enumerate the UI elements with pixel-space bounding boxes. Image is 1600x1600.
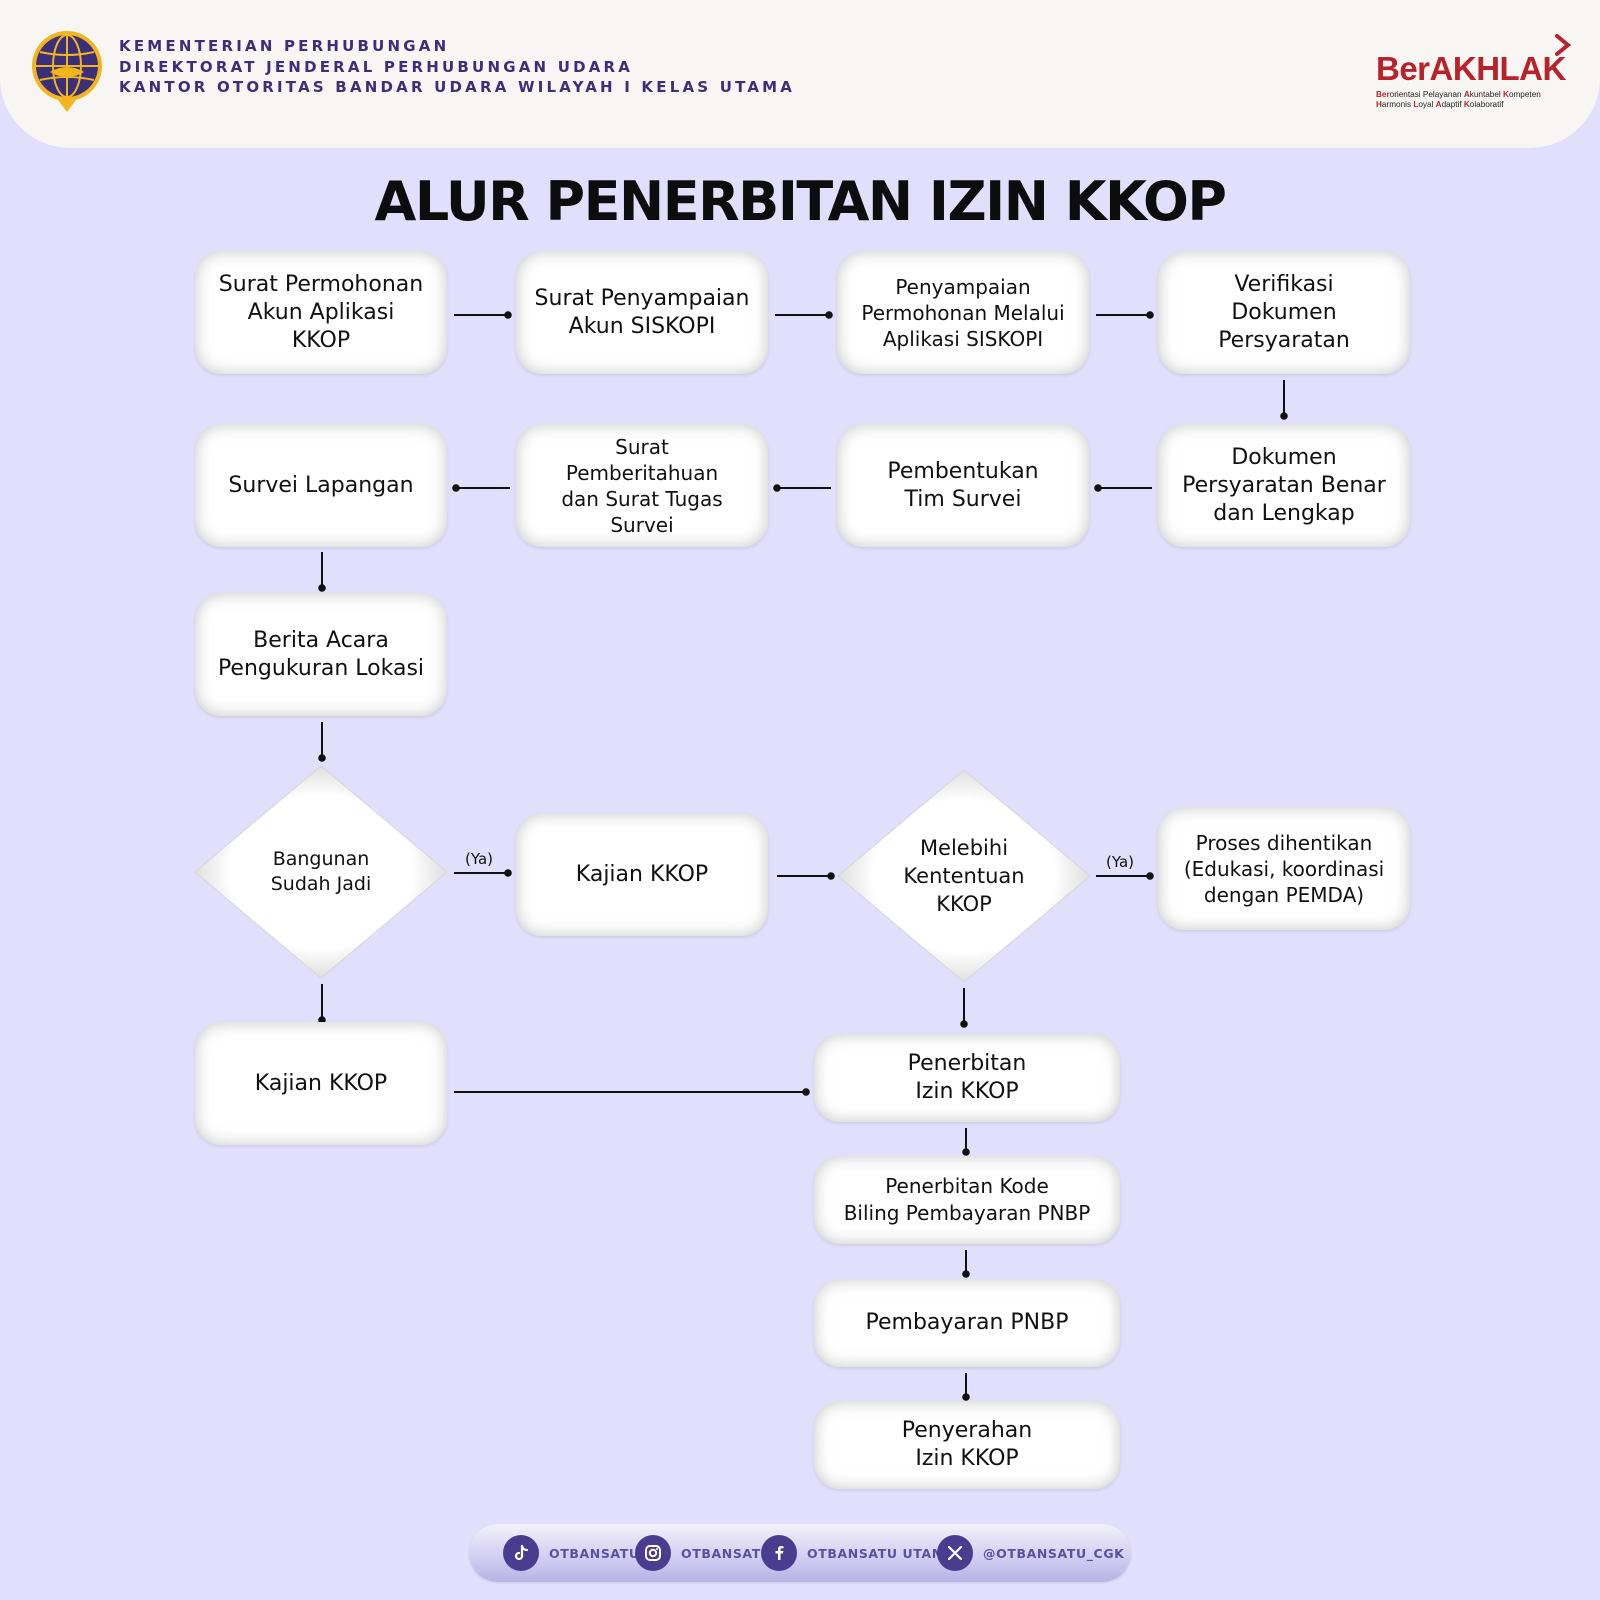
edge-label-ya: (Ya) (1106, 853, 1134, 871)
decision-bangunan-sudah-jadi: Bangunan Sudah Jadi (193, 764, 449, 980)
node-text-line: Pemberitahuan (565, 460, 719, 485)
page-title: ALUR PENERBITAN IZIN KKOP (374, 170, 1227, 233)
edge-label-ya: (Ya) (465, 850, 493, 868)
node-text-line: Surat Penyampaian (534, 285, 750, 311)
node-text-line: Survei Lapangan (228, 472, 414, 498)
node-text-line: Verifikasi (1234, 271, 1334, 297)
node-text-line: Izin KKOP (915, 1079, 1019, 1104)
node-text-line: Tim Survei (904, 486, 1022, 512)
node-text-line: Surat Permohonan (218, 271, 424, 297)
header-banner: KEMENTERIAN PERHUBUNGAN DIREKTORAT JENDE… (0, 0, 1600, 148)
step-kajian-kkop-2: Kajian KKOP (195, 1022, 447, 1145)
berakhlak-tagline-line-1: Berorientasi Pelayanan Akuntabel Kompete… (1376, 90, 1541, 99)
social-facebook[interactable]: OTBANSATU UTAMA (761, 1535, 955, 1571)
berakhlak-tagline-line-2: Harmonis Loyal Adaptif Kolaboratif (1376, 100, 1504, 109)
node-text-line: Persyaratan Benar (1182, 472, 1386, 498)
chevron-right-icon (1555, 34, 1572, 56)
node-text-line: Akun SISKOPI (568, 313, 716, 339)
berakhlak-tagline: Berorientasi Pelayanan Akuntabel Kompete… (1376, 90, 1541, 110)
node-text-line: dan Lengkap (1213, 500, 1355, 526)
social-instagram[interactable]: OTBANSATU (635, 1535, 772, 1571)
decision-diamond-shape (837, 769, 1091, 983)
node-text-line: Kajian KKOP (575, 861, 709, 887)
ministry-line-2: DIREKTORAT JENDERAL PERHUBUNGAN UDARA (119, 57, 634, 76)
social-tiktok[interactable]: OTBANSATU (503, 1535, 640, 1571)
node-text-line: Persyaratan (1218, 327, 1350, 353)
social-x[interactable]: @OTBANSATU_CGK (937, 1535, 1124, 1571)
decision-label: Bangunan Sudah Jadi (270, 848, 372, 895)
node-text-line: Proses dihentikan (1195, 830, 1373, 855)
facebook-icon (761, 1535, 797, 1571)
ministry-line-3: KANTOR OTORITAS BANDAR UDARA WILAYAH I K… (119, 78, 796, 96)
social-label: OTBANSATU (549, 1545, 640, 1561)
node-text-line: Penyerahan (901, 1418, 1033, 1443)
node-text-line: dan Surat Tugas (561, 486, 723, 511)
node-text-line: Aplikasi SISKOPI (882, 326, 1044, 351)
node-text-line: Pembayaran PNBP (865, 1310, 1069, 1335)
node-text-line: (Edukasi, koordinasi (1183, 856, 1385, 881)
decision-label: Melebihi Kententuan KKOP (903, 836, 1025, 916)
social-label: OTBANSATU (681, 1545, 772, 1561)
node-text-line: Penerbitan (907, 1051, 1027, 1076)
step-kajian-kkop-1: Kajian KKOP (516, 813, 768, 936)
social-media-footer: OTBANSATU OTBANSATU OTBANSATU UTAMA @OTB… (469, 1524, 1131, 1582)
berakhlak-logo: BerAKHLAK Berorientasi Pelayanan Akuntab… (1376, 34, 1576, 114)
node-text-line: Berita Acara (253, 627, 389, 653)
social-label: OTBANSATU UTAMA (807, 1545, 956, 1561)
node-text-line: Dokumen (1231, 444, 1337, 470)
node-text-line: Survei (610, 512, 674, 537)
node-text-line: Pengukuran Lokasi (217, 655, 425, 681)
decision-diamond-shape (194, 765, 448, 979)
instagram-icon (635, 1535, 671, 1571)
ministry-globe-logo (32, 31, 102, 112)
node-text-line: Dokumen (1231, 299, 1337, 325)
node-text-line: Permohonan Melalui (861, 300, 1065, 325)
node-text-line: Penerbitan Kode (885, 1174, 1049, 1198)
node-text-line: Pembentukan (887, 458, 1039, 484)
berakhlak-wordmark: BerAKHLAK (1376, 50, 1566, 87)
node-text-line: Penyampaian (895, 274, 1031, 299)
x-icon (937, 1535, 973, 1571)
node-text-line: dengan PEMDA) (1203, 882, 1365, 907)
node-text-line: KKOP (291, 327, 351, 353)
node-text-line: Biling Pembayaran PNBP (843, 1201, 1091, 1225)
node-text-line: Akun Aplikasi (247, 299, 395, 325)
ministry-line-1: KEMENTERIAN PERHUBUNGAN (119, 37, 450, 55)
social-label: @OTBANSATU_CGK (983, 1545, 1125, 1561)
step-survei-lapangan: Survei Lapangan (195, 424, 447, 547)
node-text-line: Kajian KKOP (254, 1070, 388, 1096)
ministry-name-block: KEMENTERIAN PERHUBUNGAN DIREKTORAT JENDE… (119, 36, 795, 98)
node-text-line: Izin KKOP (915, 1446, 1019, 1471)
step-pembayaran-pnbp: Pembayaran PNBP (814, 1279, 1120, 1367)
decision-melebihi-ketentuan: Melebihi Kententuan KKOP (836, 768, 1092, 984)
tiktok-icon (503, 1535, 539, 1571)
node-text-line: Surat (615, 434, 669, 459)
